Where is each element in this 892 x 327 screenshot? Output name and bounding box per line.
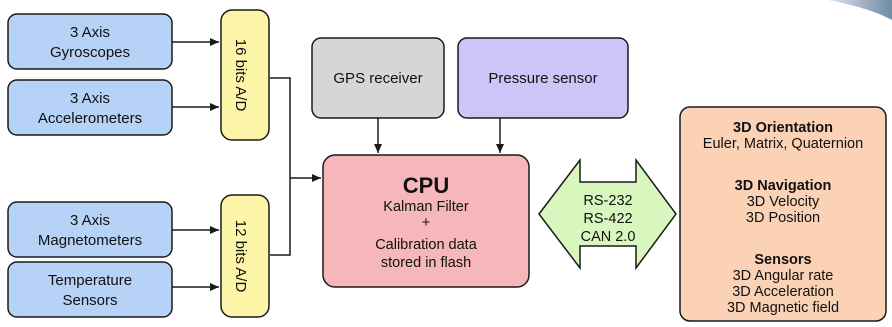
line-adc16-to-junction xyxy=(270,77,291,178)
pressure-sensor-box: Pressure sensor xyxy=(457,37,629,119)
adc-16-bit-label: 16 bits A/D xyxy=(232,39,249,112)
adc-16-bit-block: 16 bits A/D xyxy=(220,9,270,141)
sensor-box-accelerometers: 3 Axis Accelerometers xyxy=(7,79,173,136)
adc-12-bit-block: 12 bits A/D xyxy=(220,194,270,318)
accelerometers-label-line-1: 3 Axis xyxy=(70,90,110,107)
gps-receiver-label: GPS receiver xyxy=(333,70,422,87)
gyroscopes-label-line-2: Gyroscopes xyxy=(50,44,130,61)
magnetometers-label-line-2: Magnetometers xyxy=(38,232,142,249)
bus-label-rs232: RS-232 xyxy=(583,193,632,209)
communication-bus-arrow: RS-232 RS-422 CAN 2.0 xyxy=(538,157,677,271)
cpu-line-4: stored in flash xyxy=(381,255,471,271)
output-navigation-heading: 3D Navigation xyxy=(735,178,832,194)
output-sensors-line-3: 3D Magnetic field xyxy=(727,300,839,316)
cpu-title: CPU xyxy=(403,173,449,198)
temperature-label-line-2: Sensors xyxy=(62,292,117,309)
bus-label-rs422: RS-422 xyxy=(583,211,632,227)
temperature-label-line-1: Temperature xyxy=(48,272,132,289)
bus-label-can: CAN 2.0 xyxy=(581,229,636,245)
cpu-line-2: + xyxy=(422,215,430,231)
cpu-line-3: Calibration data xyxy=(375,237,477,253)
pressure-sensor-label: Pressure sensor xyxy=(488,70,597,87)
cpu-line-1: Kalman Filter xyxy=(383,199,469,215)
gps-receiver-box: GPS receiver xyxy=(311,37,445,119)
output-navigation-line-2: 3D Position xyxy=(746,210,820,226)
sensor-box-gyroscopes: 3 Axis Gyroscopes xyxy=(7,13,173,70)
accelerometers-label-line-2: Accelerometers xyxy=(38,110,142,127)
output-orientation-line-1: Euler, Matrix, Quaternion xyxy=(703,136,863,152)
adc-12-bit-label: 12 bits A/D xyxy=(232,220,249,293)
cpu-box: CPU Kalman Filter + Calibration data sto… xyxy=(322,154,530,288)
output-navigation-line-1: 3D Velocity xyxy=(747,194,820,210)
output-sensors-heading: Sensors xyxy=(754,252,811,268)
output-orientation-heading: 3D Orientation xyxy=(733,120,833,136)
sensor-box-magnetometers: 3 Axis Magnetometers xyxy=(7,201,173,258)
gyroscopes-label-line-1: 3 Axis xyxy=(70,24,110,41)
connectors xyxy=(172,38,504,291)
output-sensors-line-1: 3D Angular rate xyxy=(733,268,834,284)
sensor-box-temperature: Temperature Sensors xyxy=(7,261,173,318)
magnetometers-label-line-1: 3 Axis xyxy=(70,212,110,229)
outputs-box: 3D Orientation Euler, Matrix, Quaternion… xyxy=(679,106,887,322)
line-adc12-to-junction xyxy=(270,178,291,256)
output-sensors-line-2: 3D Acceleration xyxy=(732,284,834,300)
decorative-corner-swoosh xyxy=(828,0,892,20)
